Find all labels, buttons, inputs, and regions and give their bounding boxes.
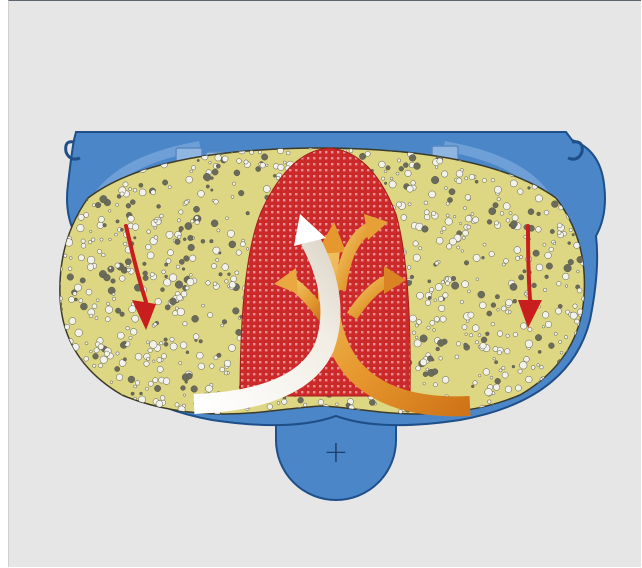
drive-shaft-icon: +	[323, 435, 348, 470]
